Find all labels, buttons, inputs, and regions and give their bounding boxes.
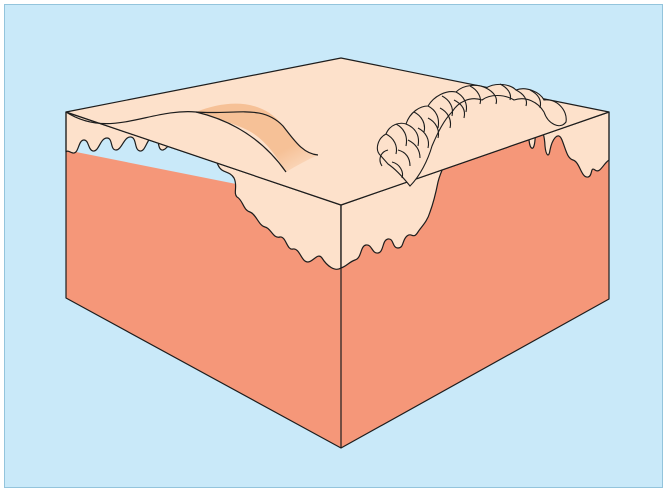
skin-block-illustration bbox=[0, 0, 667, 492]
